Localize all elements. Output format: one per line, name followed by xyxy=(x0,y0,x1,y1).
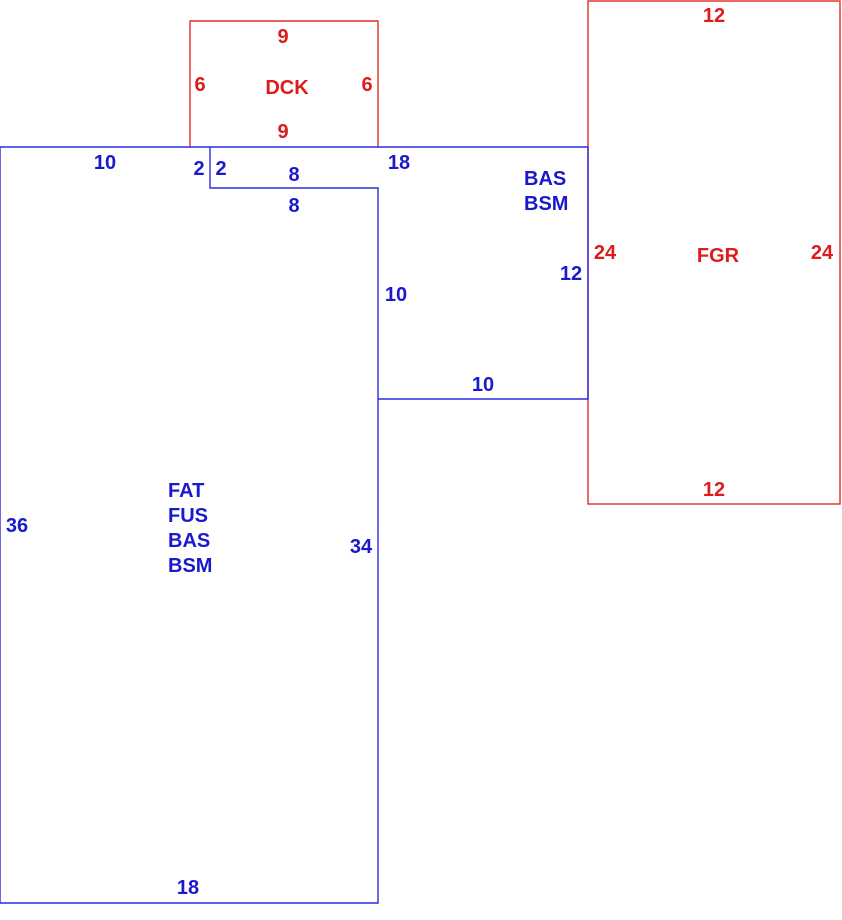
fgr-dim-left: 24 xyxy=(594,242,617,264)
main-code-bsm: BSM xyxy=(168,555,212,577)
main-code-fus: FUS xyxy=(168,505,208,527)
main-dim-notch-bottom: 8 xyxy=(288,195,299,217)
main-outline xyxy=(0,146,589,904)
wing-code-bsm: BSM xyxy=(524,193,568,215)
dck-code-label: DCK xyxy=(265,77,309,99)
wing-dim-left: 10 xyxy=(385,284,407,306)
fgr-dim-right: 24 xyxy=(811,242,834,264)
main-living-area: 10 2 2 8 8 36 34 18 FAT FUS BAS BSM 18 1… xyxy=(0,146,589,904)
wing-dim-top: 18 xyxy=(388,152,410,174)
dck-dim-bottom: 9 xyxy=(277,121,288,143)
dck-outline xyxy=(189,20,379,147)
wing-dim-right: 12 xyxy=(560,263,582,285)
main-code-bas: BAS xyxy=(168,530,210,552)
main-dim-bottom: 18 xyxy=(177,877,199,899)
wing-dim-bottom: 10 xyxy=(472,374,494,396)
dck-dim-right: 6 xyxy=(361,74,372,96)
main-dim-step-outer: 2 xyxy=(193,158,204,180)
fgr-dim-bottom: 12 xyxy=(703,479,725,501)
fgr-area: 12 24 FGR 24 12 xyxy=(587,0,841,505)
dck-dim-top: 9 xyxy=(277,26,288,48)
main-dim-right: 34 xyxy=(350,536,373,558)
dck-dim-left: 6 xyxy=(194,74,205,96)
fgr-code-label: FGR xyxy=(697,245,740,267)
main-dim-left: 36 xyxy=(6,515,28,537)
main-dim-top-left: 10 xyxy=(94,152,116,174)
main-dim-step-inner: 2 xyxy=(215,158,226,180)
main-code-fat: FAT xyxy=(168,480,204,502)
wing-code-bas: BAS xyxy=(524,168,566,190)
main-dim-notch-top: 8 xyxy=(288,164,299,186)
dck-area: 9 6 DCK 6 9 xyxy=(189,20,379,147)
fgr-dim-top: 12 xyxy=(703,5,725,27)
